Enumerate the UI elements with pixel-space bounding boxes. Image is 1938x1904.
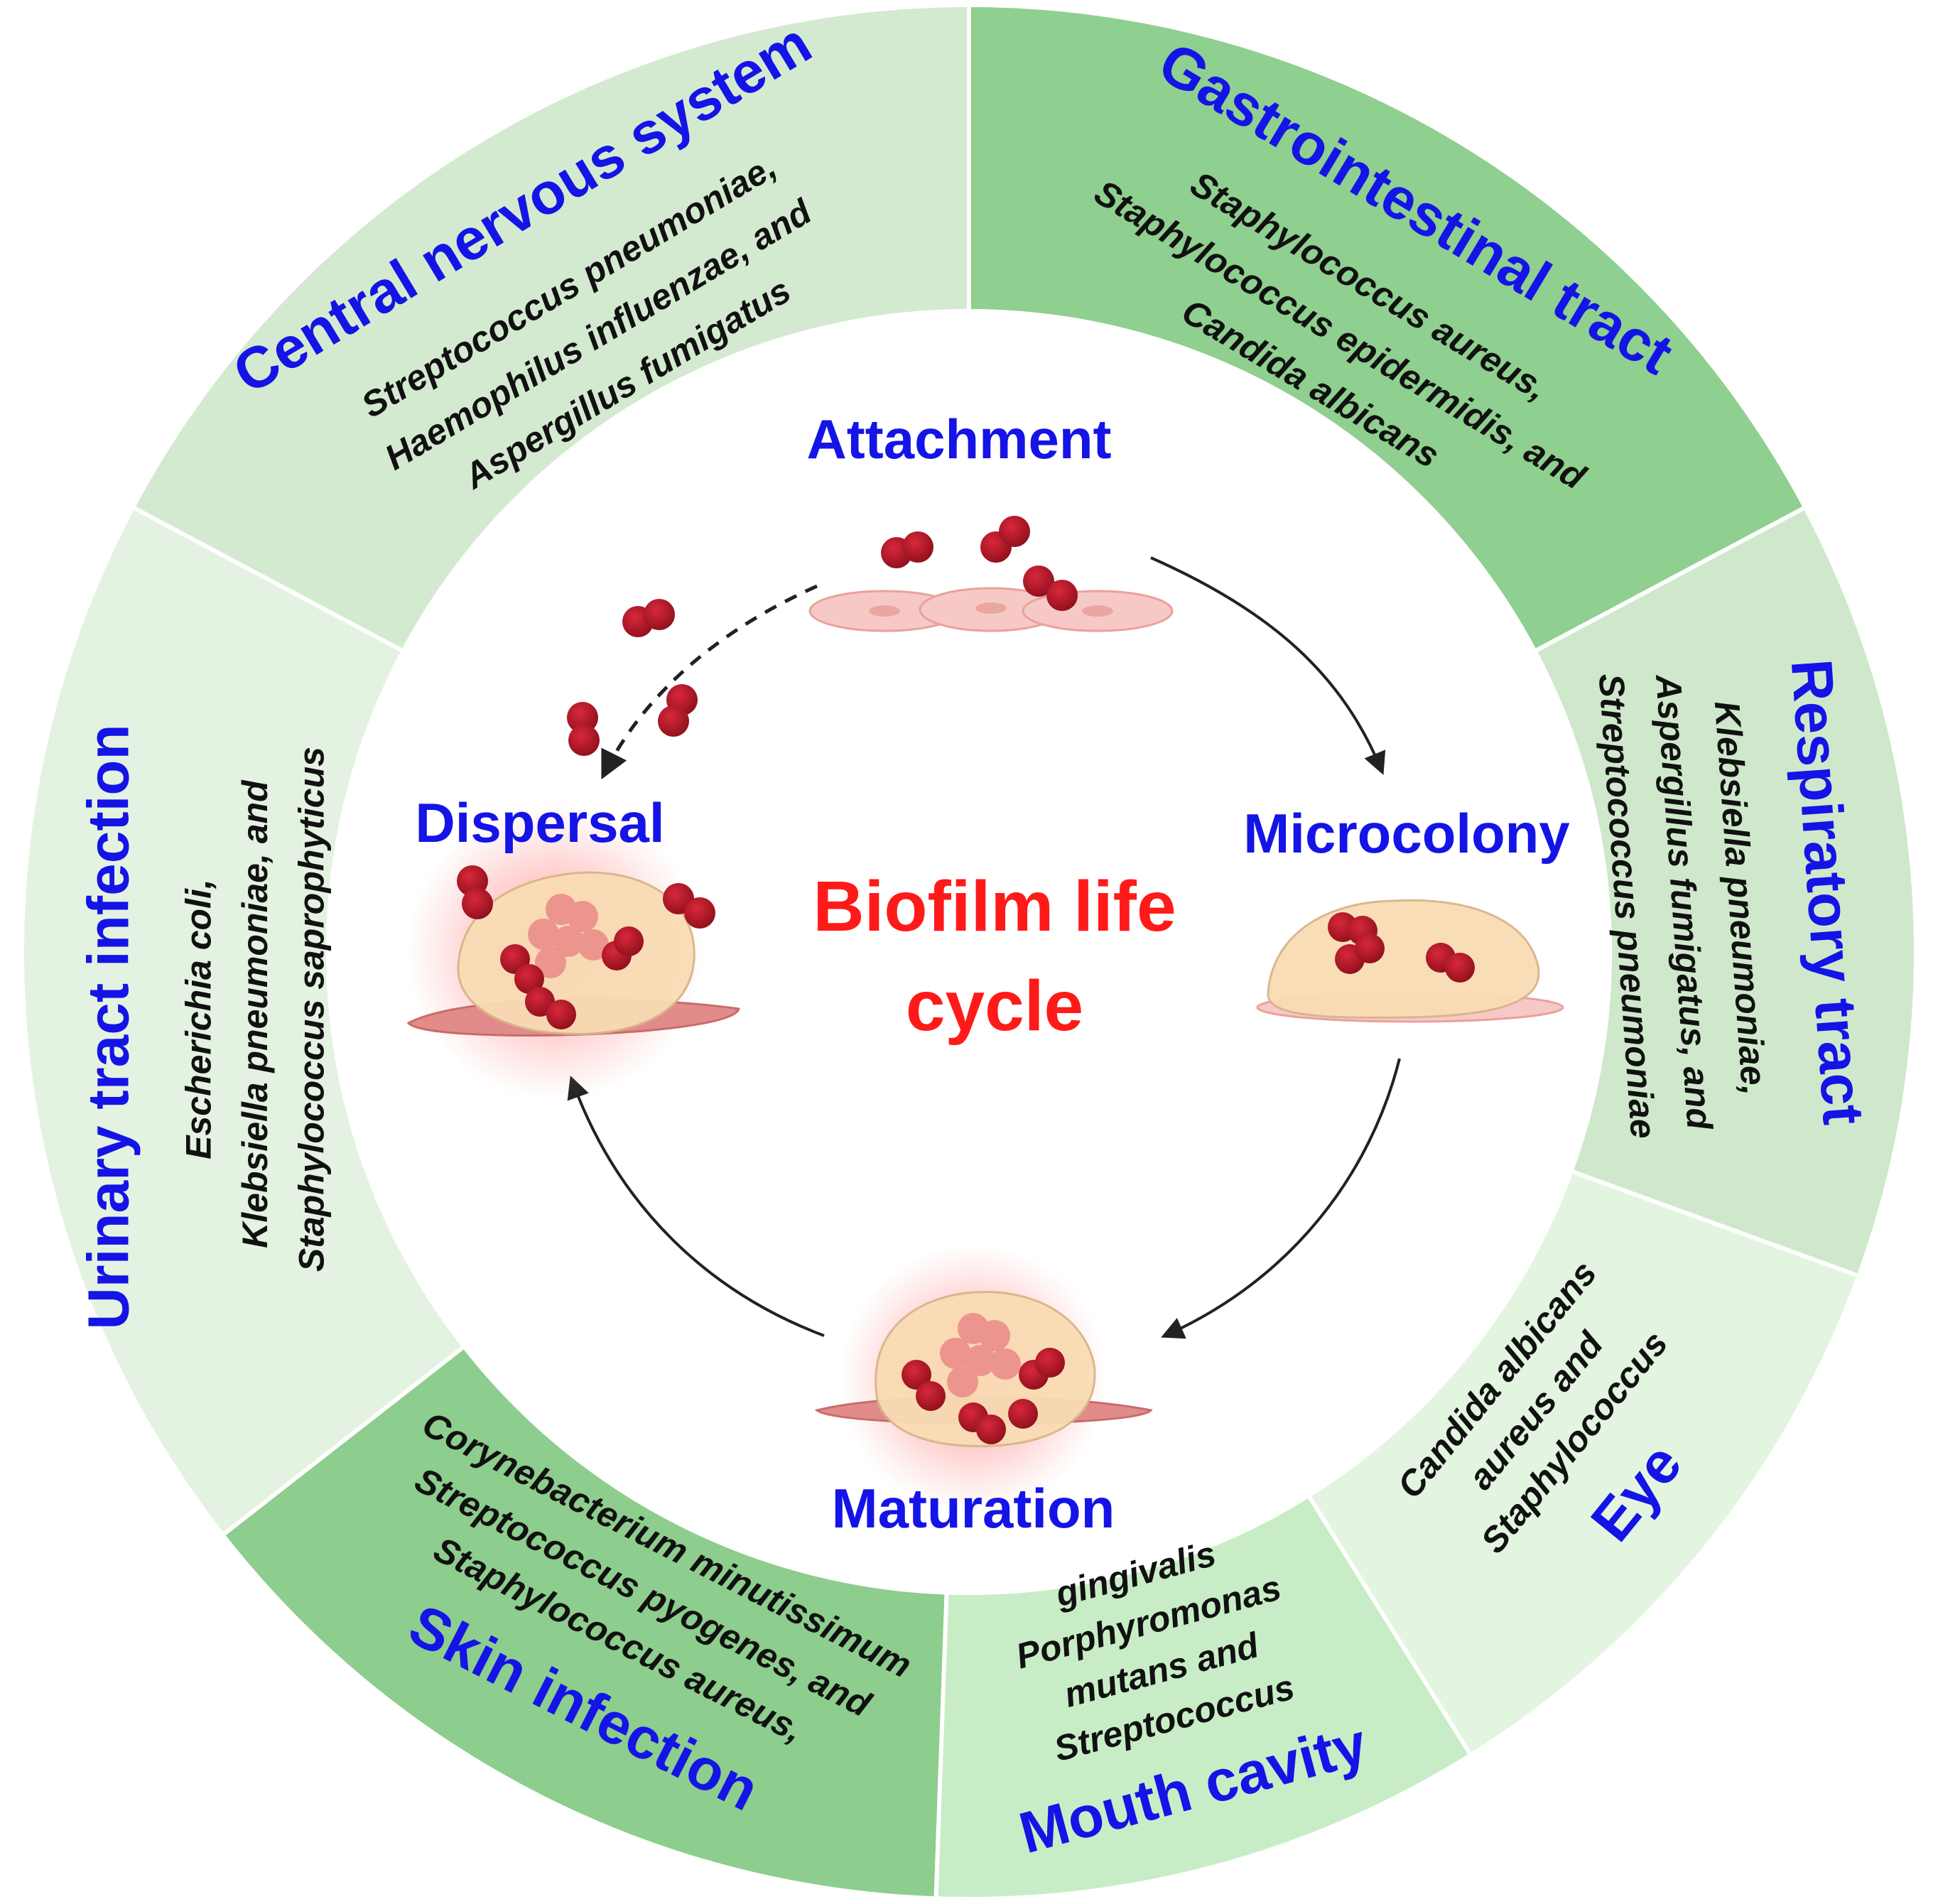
- attachment-microcolony-arrow: [1150, 556, 1386, 775]
- maturation-illustration: [814, 1243, 1153, 1513]
- stage-label-attachment: Attachment: [806, 408, 1111, 470]
- segment-cns: [134, 7, 970, 651]
- center-title-line2: cycle: [906, 966, 1083, 1046]
- segment-title-uti: Urinary tract infection: [76, 724, 141, 1329]
- segment-eye: [1309, 1172, 1857, 1753]
- segment-resp: [1537, 508, 1914, 1275]
- divider-line: [933, 1591, 949, 1904]
- divider-line: [127, 503, 406, 654]
- divider-line: [1306, 1493, 1476, 1760]
- microcolony-maturation-arrow: [1161, 1058, 1401, 1339]
- dispersal-attachment-arrow: [601, 584, 818, 780]
- center-title-line1: Biofilm life: [813, 867, 1176, 946]
- maturation-dispersal-arrow: [567, 1075, 825, 1337]
- segment-skin: [224, 1348, 947, 1897]
- divider-line: [217, 1343, 467, 1540]
- divider-line: [1532, 503, 1811, 654]
- organism-uti-2: Staphylococcus saprophyticus: [292, 747, 332, 1272]
- segment-uti: [23, 508, 462, 1534]
- dispersing-bacteria: [457, 599, 715, 929]
- stage-label-microcolony: Microcolony: [1243, 802, 1569, 865]
- dispersal-illustration: [405, 599, 740, 1101]
- segment-mouth: [936, 1497, 1470, 1897]
- host-cell-layer: [808, 587, 1174, 632]
- organism-uti-1: Klebsiella pneumoniae, and: [235, 779, 275, 1248]
- segment-dividers: [127, 0, 1865, 1904]
- stage-label-maturation: Maturation: [832, 1477, 1115, 1540]
- stage-label-dispersal: Dispersal: [415, 791, 664, 854]
- organism-uti-0: Escherichia coli,: [178, 879, 218, 1159]
- attachment-illustration: [808, 516, 1174, 632]
- divider-line: [1569, 1168, 1865, 1280]
- microcolony-illustration: [1256, 899, 1564, 1023]
- bacteria-cluster: [881, 516, 1078, 611]
- segment-gi: [969, 7, 1804, 651]
- outer-ring: [23, 7, 1914, 1897]
